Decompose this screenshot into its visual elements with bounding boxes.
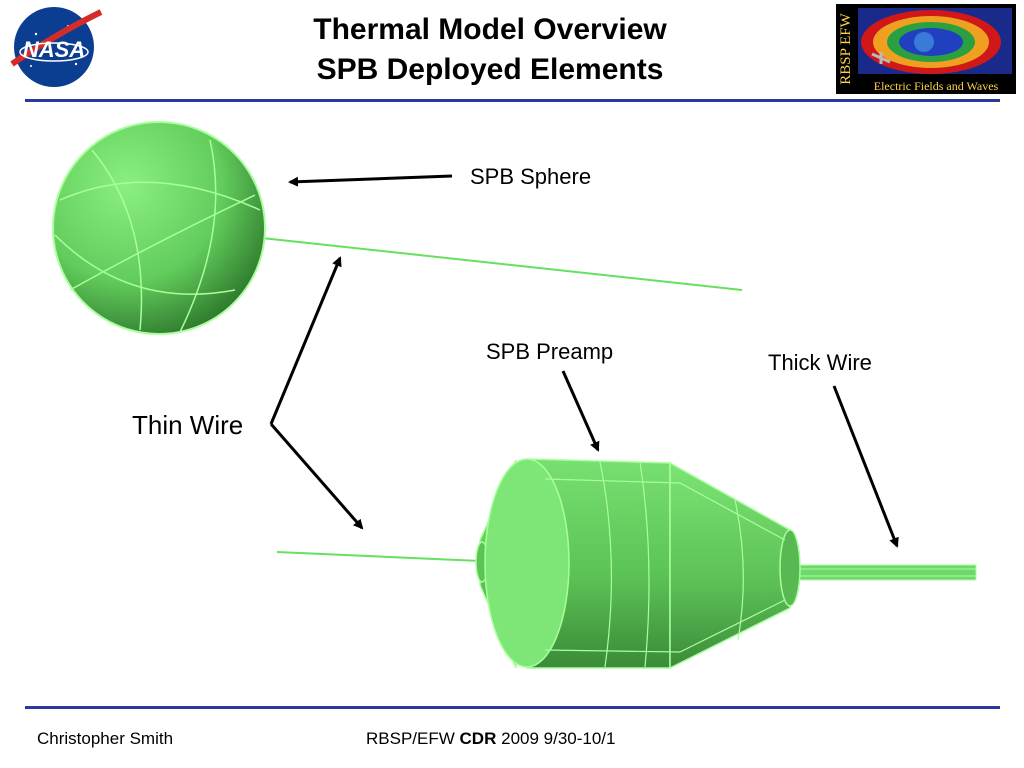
thin-wire-lower xyxy=(276,551,481,562)
label-spb-sphere: SPB Sphere xyxy=(470,164,592,189)
arrow-thin-wire-lower xyxy=(269,423,364,530)
footer-project: RBSP/EFW CDR 2009 9/30-10/1 xyxy=(366,729,616,749)
footer-author: Christopher Smith xyxy=(37,729,174,748)
rbsp-logo-vertical-text: RBSP EFW xyxy=(838,12,854,84)
footer-project-suffix: 2009 9/30-10/1 xyxy=(501,729,616,748)
arrow-to-sphere xyxy=(288,174,453,187)
arrow-to-preamp xyxy=(561,370,600,452)
thin-wire-upper xyxy=(261,237,743,291)
page-title-line1: Thermal Model Overview xyxy=(313,13,667,46)
header-divider xyxy=(25,99,1000,102)
rbsp-logo-caption: Electric Fields and Waves xyxy=(874,79,999,93)
page-title-line2: SPB Deployed Elements xyxy=(316,53,664,86)
nasa-logo-text: NASA xyxy=(23,37,85,62)
thick-wire xyxy=(787,564,977,581)
nasa-logo: NASA xyxy=(10,7,103,87)
arrow-thin-wire-upper xyxy=(269,256,342,425)
label-thick-wire: Thick Wire xyxy=(768,350,872,375)
spb-sphere xyxy=(52,121,266,335)
rbsp-efw-logo: RBSP EFW Electric Fields and Waves xyxy=(836,4,1016,94)
arrow-to-thick-wire xyxy=(832,385,899,548)
footer-divider xyxy=(25,706,1000,709)
label-thin-wire: Thin Wire xyxy=(132,410,244,440)
footer-project-bold: CDR xyxy=(459,729,497,748)
spb-preamp xyxy=(475,458,801,670)
label-spb-preamp: SPB Preamp xyxy=(486,339,614,364)
footer-project-prefix: RBSP/EFW xyxy=(366,729,455,748)
